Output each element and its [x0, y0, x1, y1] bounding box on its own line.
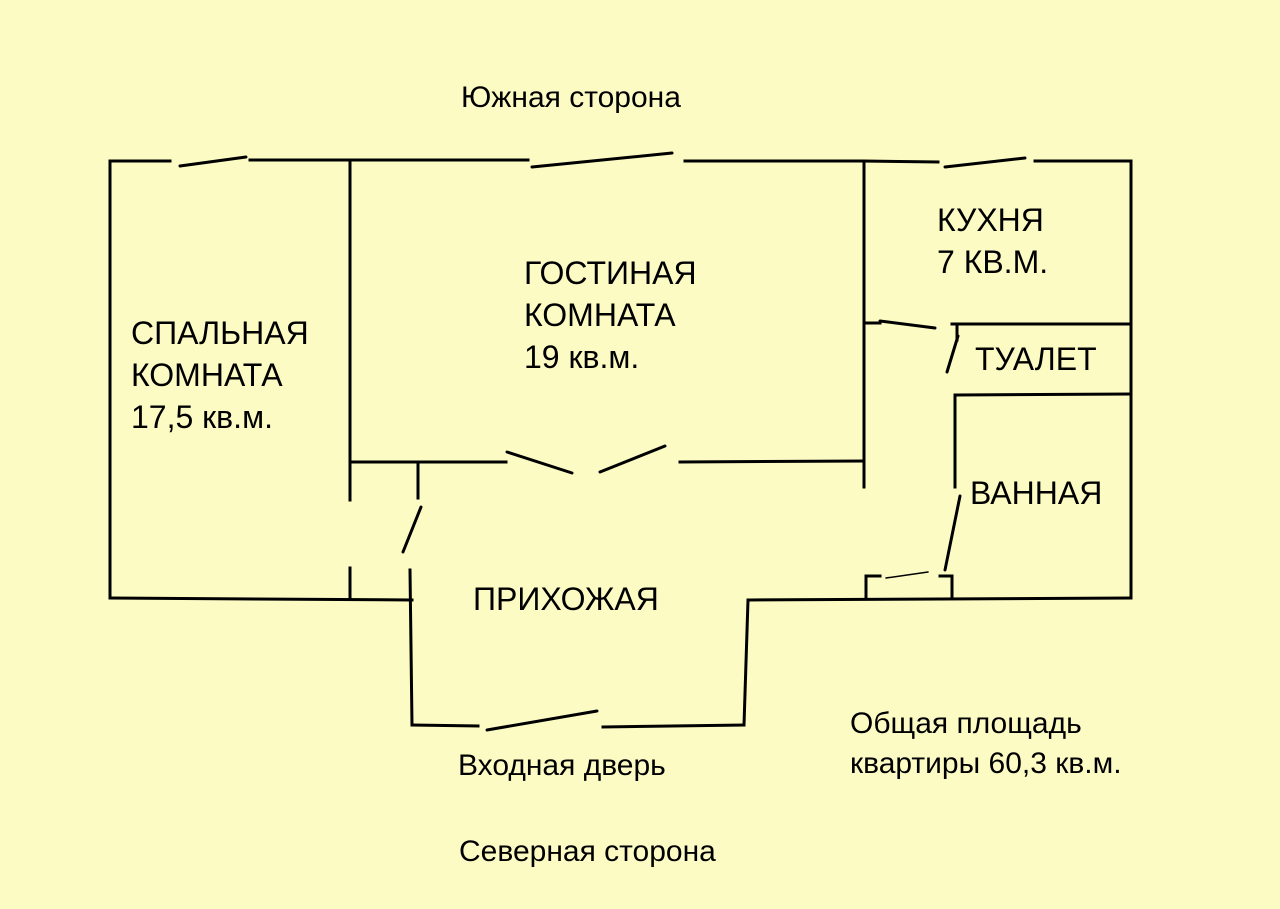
east-bottom-wall [748, 596, 1133, 602]
total-area-line2: квартиры 60,3 кв.м. [850, 747, 1122, 780]
kitchen-name: КУХНЯ [937, 202, 1044, 238]
living-area: 19 кв.м. [524, 339, 640, 375]
north-side-label: Северная сторона [459, 835, 716, 868]
south-wall-segment [861, 159, 940, 164]
living-door-left-leaf [505, 450, 574, 475]
bathroom-label: ВАННАЯ [970, 475, 1103, 511]
toilet-door-leaf [945, 334, 960, 374]
bedroom-name-line2: КОМНАТА [131, 357, 283, 393]
hallway-west-wall [408, 568, 414, 727]
toilet-label: ТУАЛЕТ [975, 341, 1097, 377]
bedroom-window [178, 155, 248, 168]
living-name-line2: КОМНАТА [524, 297, 676, 333]
toilet-bath-divider [955, 392, 1133, 397]
hallway-east-wall [742, 598, 750, 727]
kitchen-window [943, 156, 1027, 169]
living-room-label: ГОСТИНАЯ КОМНАТА 19 кв.м. [524, 252, 697, 378]
bedroom-bottom-wall [108, 596, 414, 602]
hallway-north-wall-segment [410, 723, 480, 728]
living-window [530, 151, 674, 169]
kitchen-door-leaf [878, 319, 937, 330]
living-door-right-leaf [598, 444, 667, 474]
bath-door-leaf [943, 494, 962, 572]
entrance-door-label: Входная дверь [458, 749, 666, 782]
bedroom-area: 17,5 кв.м. [131, 399, 273, 435]
entrance-door-leaf [485, 709, 599, 732]
bedroom-door-leaf [401, 505, 423, 554]
kitchen-label: КУХНЯ 7 КВ.М. [937, 199, 1048, 283]
hallway-label: ПРИХОЖАЯ [473, 581, 659, 617]
kitchen-area: 7 КВ.М. [937, 244, 1049, 280]
bedroom-label: СПАЛЬНАЯ КОМНАТА 17,5 кв.м. [131, 312, 309, 438]
total-area-line1: Общая площадь [850, 707, 1082, 740]
living-name-line1: ГОСТИНАЯ [524, 255, 697, 291]
south-side-label: Южная сторона [461, 81, 681, 114]
bedroom-name-line1: СПАЛЬНАЯ [131, 315, 309, 351]
total-area-label: Общая площадь квартиры 60,3 кв.м. [850, 704, 1122, 784]
hallway-north-wall-segment [601, 723, 746, 729]
living-bottom-wall-segment [678, 459, 866, 464]
closet-door-leaf [885, 571, 929, 579]
